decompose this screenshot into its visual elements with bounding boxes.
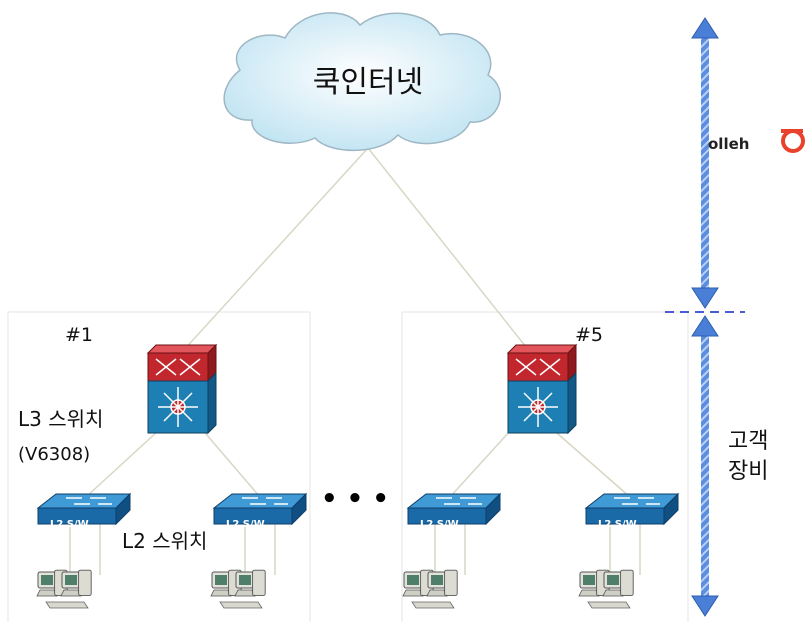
site-1-id: #1 — [65, 324, 93, 346]
l3-switch-icon — [507, 344, 577, 434]
pc-group-icon — [211, 570, 265, 608]
customer-label-line2: 장비 — [728, 459, 768, 484]
site-5-box — [401, 311, 689, 626]
pc-group-icon — [403, 570, 457, 608]
l3-switch-label: L3 스위치 — [18, 407, 103, 431]
site-5-id: #5 — [575, 324, 603, 346]
pc-group-icon — [579, 570, 633, 608]
brand-text: olleh — [708, 135, 749, 153]
l2-sw-tag: L2 S/W — [420, 519, 459, 530]
l2-switch-label: L2 스위치 — [122, 529, 207, 553]
l3-switch-model: (V6308) — [18, 444, 90, 465]
cloud-label: 쿡인터넷 — [313, 65, 423, 100]
l2-sw-tag: L2 S/W — [226, 519, 265, 530]
site-1-box — [7, 311, 311, 626]
l3-switch-icon — [147, 344, 217, 434]
ellipsis: • • • — [321, 484, 389, 514]
customer-range-arrow — [691, 315, 719, 617]
customer-label-line1: 고객 — [728, 429, 768, 454]
pc-group-icon — [37, 570, 91, 608]
olleh-logo-icon — [781, 129, 805, 153]
l2-sw-tag: L2 S/W — [50, 519, 89, 530]
olleh-range-arrow — [691, 17, 719, 309]
l2-sw-tag: L2 S/W — [598, 519, 637, 530]
cloud-icon — [223, 12, 501, 152]
